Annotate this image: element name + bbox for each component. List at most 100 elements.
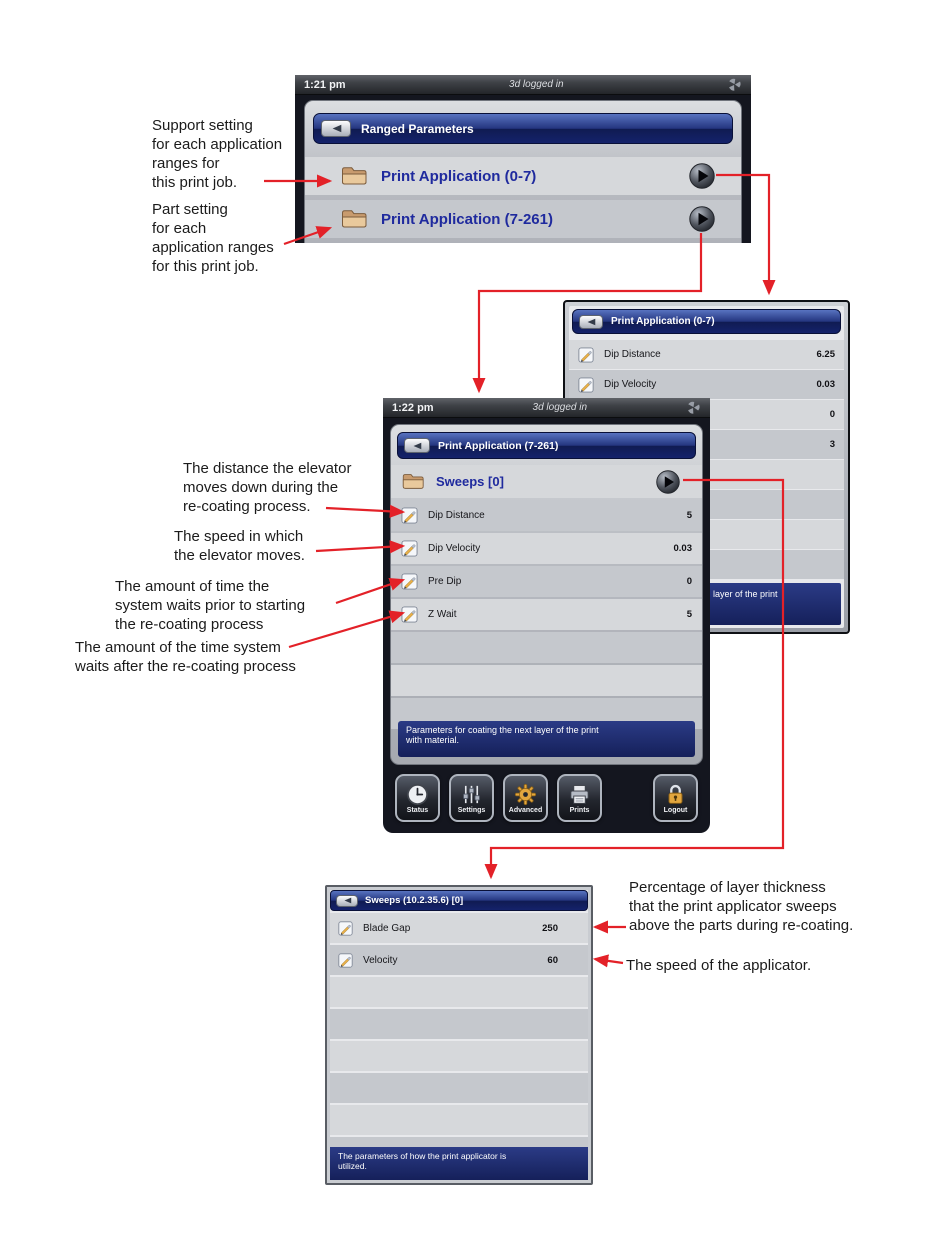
login-status-text: 3d logged in: [509, 79, 564, 90]
content-panel: Print Application (7-261) Sweeps [0] Dip…: [390, 424, 703, 765]
callout-part-setting: Part setting for each application ranges…: [152, 201, 274, 275]
empty-row: [330, 1009, 588, 1039]
screen-title: Print Application (7-261): [438, 439, 559, 452]
open-arrow-button[interactable]: [689, 206, 715, 232]
status-bar: 1:21 pm 3d logged in: [295, 75, 751, 95]
toolbar-button-logout[interactable]: Logout: [653, 774, 698, 822]
empty-row: [391, 665, 702, 696]
row-z-wait[interactable]: Z Wait 5: [391, 599, 702, 630]
back-button[interactable]: [321, 120, 351, 137]
list-item-sweeps[interactable]: Sweeps [0]: [391, 465, 702, 498]
parameter-value: 6.25: [816, 349, 836, 360]
clock-icon: [406, 783, 429, 806]
login-status-text: 3d logged in: [532, 402, 588, 413]
toolbar-button-advanced[interactable]: Advanced: [503, 774, 548, 822]
screen-content: Sweeps (10.2.35.6) [0] Blade Gap 250 Vel…: [330, 890, 588, 1180]
parameter-label: Dip Distance: [428, 510, 485, 521]
row-dip-distance[interactable]: Dip Distance 5: [391, 500, 702, 531]
row-dip-velocity[interactable]: Dip Velocity 0.03: [569, 370, 844, 399]
toolbar-button-label: Settings: [457, 806, 486, 814]
list-item-print-application-0-7[interactable]: Print Application (0-7): [305, 157, 741, 195]
parameter-label: Z Wait: [428, 609, 457, 620]
title-bar: Ranged Parameters: [313, 113, 733, 144]
edit-icon: [401, 573, 418, 590]
parameter-value: 5: [686, 609, 692, 620]
sweeps-screen: Sweeps (10.2.35.6) [0] Blade Gap 250 Vel…: [325, 885, 593, 1185]
edit-icon: [578, 376, 594, 393]
toolbar-button-prints[interactable]: Prints: [557, 774, 602, 822]
parameter-label: Blade Gap: [363, 922, 411, 934]
callout-dip-velocity: The speed in which the elevator moves.: [174, 528, 305, 564]
edit-icon: [401, 507, 418, 524]
screen-body: Ranged Parameters Print Application (0-7…: [295, 95, 751, 243]
row-blade-gap[interactable]: Blade Gap 250: [330, 913, 588, 943]
back-button[interactable]: [579, 314, 603, 329]
status-bar: 1:22 pm 3d logged in: [383, 398, 710, 418]
row-velocity[interactable]: Velocity 60: [330, 945, 588, 975]
parameter-label: Dip Velocity: [428, 543, 481, 554]
row-dip-velocity[interactable]: Dip Velocity 0.03: [391, 533, 702, 564]
screen-title: Print Application (0-7): [611, 316, 715, 327]
content-panel: Ranged Parameters Print Application (0-7…: [304, 100, 742, 243]
back-button[interactable]: [336, 894, 358, 907]
gear-icon: [514, 783, 537, 806]
parameter-value: 0: [829, 409, 835, 420]
logo-icon: [686, 400, 701, 415]
row-pre-dip[interactable]: Pre Dip 0: [391, 566, 702, 597]
printer-icon: [568, 783, 591, 806]
toolbar-button-label: Status: [406, 806, 429, 814]
callout-pre-dip: The amount of time the system waits prio…: [115, 578, 306, 633]
list-item-print-application-7-261[interactable]: Print Application (7-261): [305, 200, 741, 238]
screen-body: Print Application (7-261) Sweeps [0] Dip…: [383, 418, 710, 833]
open-arrow-button[interactable]: [656, 469, 680, 494]
empty-row: [391, 632, 702, 663]
screen-footer-note: Parameters for coating the next layer of…: [398, 721, 695, 757]
title-bar: Print Application (7-261): [397, 432, 696, 459]
open-arrow-button[interactable]: [689, 163, 715, 189]
folder-icon: [341, 209, 367, 229]
sliders-icon: [460, 783, 483, 806]
row-dip-distance[interactable]: Dip Distance 6.25: [569, 340, 844, 369]
bottom-toolbar: Status Settings Advanced Prints Logout: [391, 768, 702, 828]
screen-title: Sweeps (10.2.35.6) [0]: [365, 895, 464, 906]
empty-row: [330, 1105, 588, 1135]
toolbar-button-status[interactable]: Status: [395, 774, 440, 822]
parameter-value: 0.03: [673, 543, 693, 554]
edit-icon: [401, 606, 418, 623]
status-time: 1:21 pm: [304, 78, 346, 91]
parameter-label: Dip Velocity: [604, 379, 657, 390]
parameter-value: 60: [547, 954, 558, 966]
screen-footer-note: The parameters of how the print applicat…: [330, 1147, 588, 1180]
callout-z-wait: The amount of the time system waits afte…: [75, 639, 296, 675]
screen-title: Ranged Parameters: [361, 121, 474, 136]
list-item-label: Print Application (0-7): [381, 167, 537, 185]
parameter-value: 0: [686, 576, 692, 587]
folder-icon: [402, 473, 424, 490]
toolbar-button-settings[interactable]: Settings: [449, 774, 494, 822]
toolbar-button-label: Advanced: [508, 806, 543, 814]
callout-velocity: The speed of the applicator.: [626, 957, 812, 974]
empty-row: [330, 1073, 588, 1103]
toolbar-button-label: Logout: [663, 806, 688, 814]
empty-row: [330, 977, 588, 1007]
lock-icon: [664, 783, 687, 806]
parameter-label: Dip Distance: [604, 349, 661, 360]
title-bar: Sweeps (10.2.35.6) [0]: [330, 890, 588, 911]
edit-icon: [401, 540, 418, 557]
parameter-value: 5: [686, 510, 692, 521]
status-time: 1:22 pm: [392, 401, 434, 414]
callout-blade-gap: Percentage of layer thickness that the p…: [629, 879, 854, 934]
print-application-7-261-screen: 1:22 pm 3d logged in Print Application (…: [383, 398, 710, 833]
list-item-label: Sweeps [0]: [436, 474, 504, 489]
title-bar: Print Application (0-7): [572, 309, 841, 334]
toolbar-button-label: Prints: [569, 806, 590, 814]
edit-icon: [338, 952, 353, 968]
parameter-label: Velocity: [363, 954, 398, 966]
ranged-parameters-screen: 1:21 pm 3d logged in Ranged Parameters P…: [295, 75, 751, 243]
back-button[interactable]: [404, 438, 430, 453]
list-item-label: Print Application (7-261): [381, 210, 553, 228]
parameter-value: 0.03: [816, 379, 836, 390]
parameter-value: 250: [542, 922, 558, 934]
edit-icon: [338, 920, 353, 936]
